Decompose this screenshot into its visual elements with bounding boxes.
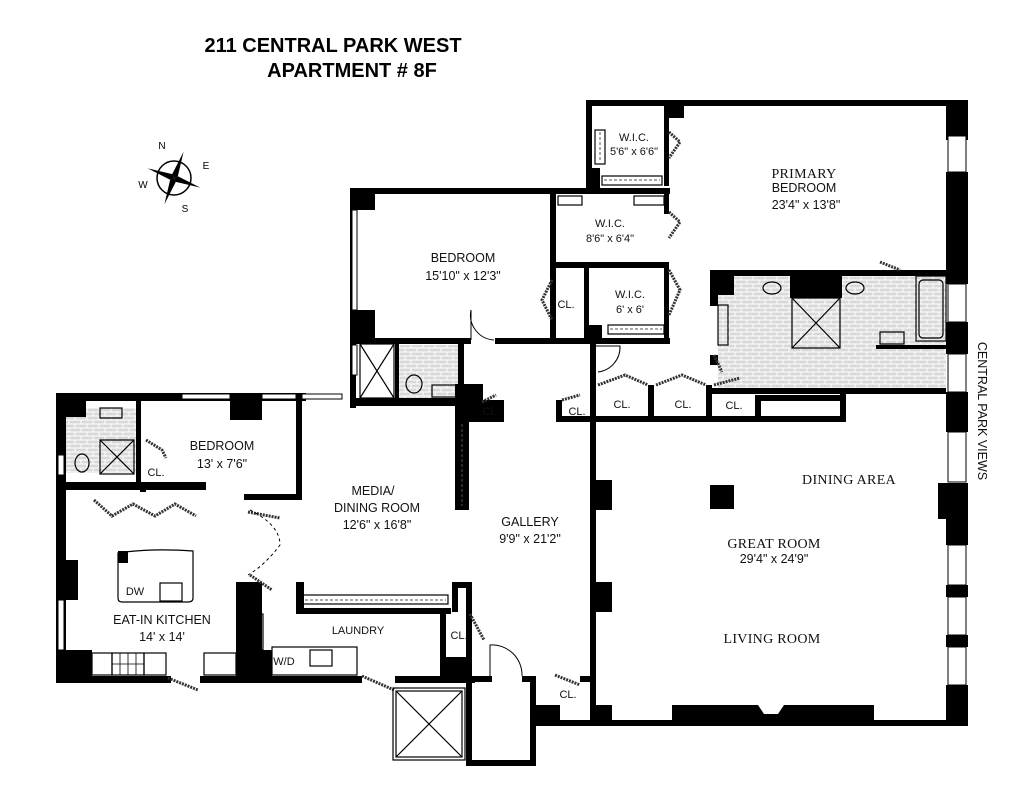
doors (93, 130, 901, 692)
svg-text:14' x 14': 14' x 14' (139, 630, 185, 644)
toilet-icon (405, 374, 423, 394)
compass-rose-icon: N E S W (138, 141, 210, 215)
room-kitchen: EAT-IN KITCHEN 14' x 14' (113, 613, 211, 644)
toilet-icon (845, 281, 865, 295)
svg-text:12'6" x 16'8": 12'6" x 16'8" (343, 518, 412, 532)
elevator-icon (392, 687, 466, 761)
svg-text:MEDIA/: MEDIA/ (351, 484, 395, 498)
room-bedroom-2: BEDROOM 13' x 7'6" (190, 439, 255, 471)
closet-label: CL. (557, 299, 574, 311)
fixtures (74, 275, 947, 761)
svg-text:W.I.C.: W.I.C. (615, 289, 645, 301)
svg-text:5'6" x 6'6": 5'6" x 6'6" (610, 146, 658, 158)
laundry-sink-icon (309, 649, 333, 667)
svg-text:23'4" x 13'8": 23'4" x 13'8" (772, 198, 841, 212)
svg-text:9'9" x 21'2": 9'9" x 21'2" (499, 532, 561, 546)
compass-w: W (138, 180, 148, 191)
room-bedroom-1: BEDROOM 15'10" x 12'3" (425, 251, 501, 283)
closet-label: CL. (147, 467, 164, 479)
sink-icon (879, 331, 905, 345)
svg-text:29'4" x 24'9": 29'4" x 24'9" (740, 552, 809, 566)
svg-text:EAT-IN KITCHEN: EAT-IN KITCHEN (113, 613, 211, 627)
walls (56, 100, 968, 766)
closet-label: CL. (725, 400, 742, 412)
room-media-dining: MEDIA/ DINING ROOM 12'6" x 16'8" (334, 484, 420, 532)
closet-shelves (302, 129, 665, 605)
bathtub-icon (915, 275, 947, 342)
plan-title: 211 CENTRAL PARK WEST APARTMENT # 8F (204, 35, 461, 82)
room-dining-area: DINING AREA (802, 473, 896, 488)
windows (57, 135, 967, 686)
closet-label: CL. (559, 689, 576, 701)
closet-label: CL. (613, 399, 630, 411)
closet-label: CL. (568, 406, 585, 418)
title-address: 211 CENTRAL PARK WEST (204, 35, 461, 57)
svg-text:BEDROOM: BEDROOM (190, 439, 255, 453)
toilet-icon (762, 281, 782, 295)
room-living-room: LIVING ROOM (723, 632, 820, 647)
svg-text:W.I.C.: W.I.C. (619, 132, 649, 144)
svg-text:8'6" x 6'4": 8'6" x 6'4" (586, 233, 634, 245)
svg-text:DINING ROOM: DINING ROOM (334, 501, 420, 515)
room-wic-3: W.I.C. 6' x 6' (615, 289, 645, 316)
svg-text:6' x 6': 6' x 6' (616, 304, 644, 316)
dishwasher-label: DW (126, 586, 145, 598)
bath-1-floor (398, 345, 458, 400)
room-laundry: LAUNDRY (332, 625, 385, 637)
room-gallery: GALLERY 9'9" x 21'2" (499, 515, 561, 546)
room-primary-bedroom: PRIMARY BEDROOM 23'4" x 13'8" (771, 167, 840, 212)
room-wic-2: W.I.C. 8'6" x 6'4" (586, 218, 634, 245)
washer-dryer-label: W/D (273, 656, 294, 668)
svg-text:W.I.C.: W.I.C. (595, 218, 625, 230)
svg-text:GREAT ROOM: GREAT ROOM (727, 537, 821, 552)
kitchen-island (117, 549, 194, 603)
sink-icon (717, 304, 729, 346)
svg-text:13' x 7'6": 13' x 7'6" (197, 457, 247, 471)
shower-icon (791, 297, 841, 349)
svg-text:PRIMARY: PRIMARY (771, 167, 836, 182)
closet-label: CL. (674, 399, 691, 411)
shower-icon (359, 343, 395, 399)
svg-text:15'10" x 12'3": 15'10" x 12'3" (425, 269, 501, 283)
closet-label: CL. (482, 406, 499, 418)
closet-label: CL. (450, 630, 467, 642)
room-labels: PRIMARY BEDROOM 23'4" x 13'8" W.I.C. 5'6… (113, 132, 896, 701)
title-apartment: APARTMENT # 8F (267, 60, 437, 82)
central-park-views-label: CENTRAL PARK VIEWS (975, 342, 989, 480)
kitchen-sink-icon (159, 582, 183, 602)
svg-text:GALLERY: GALLERY (501, 515, 559, 529)
room-great-room: GREAT ROOM 29'4" x 24'9" (727, 537, 821, 566)
compass-e: E (203, 161, 210, 172)
toilet-icon (74, 453, 90, 473)
svg-text:BEDROOM: BEDROOM (431, 251, 496, 265)
compass-s: S (182, 204, 189, 215)
compass-n: N (158, 141, 165, 152)
svg-text:BEDROOM: BEDROOM (772, 181, 837, 195)
sink-icon (431, 384, 457, 398)
room-wic-1: W.I.C. 5'6" x 6'6" (610, 132, 658, 158)
shower-icon (99, 439, 135, 475)
sink-icon (99, 407, 123, 419)
